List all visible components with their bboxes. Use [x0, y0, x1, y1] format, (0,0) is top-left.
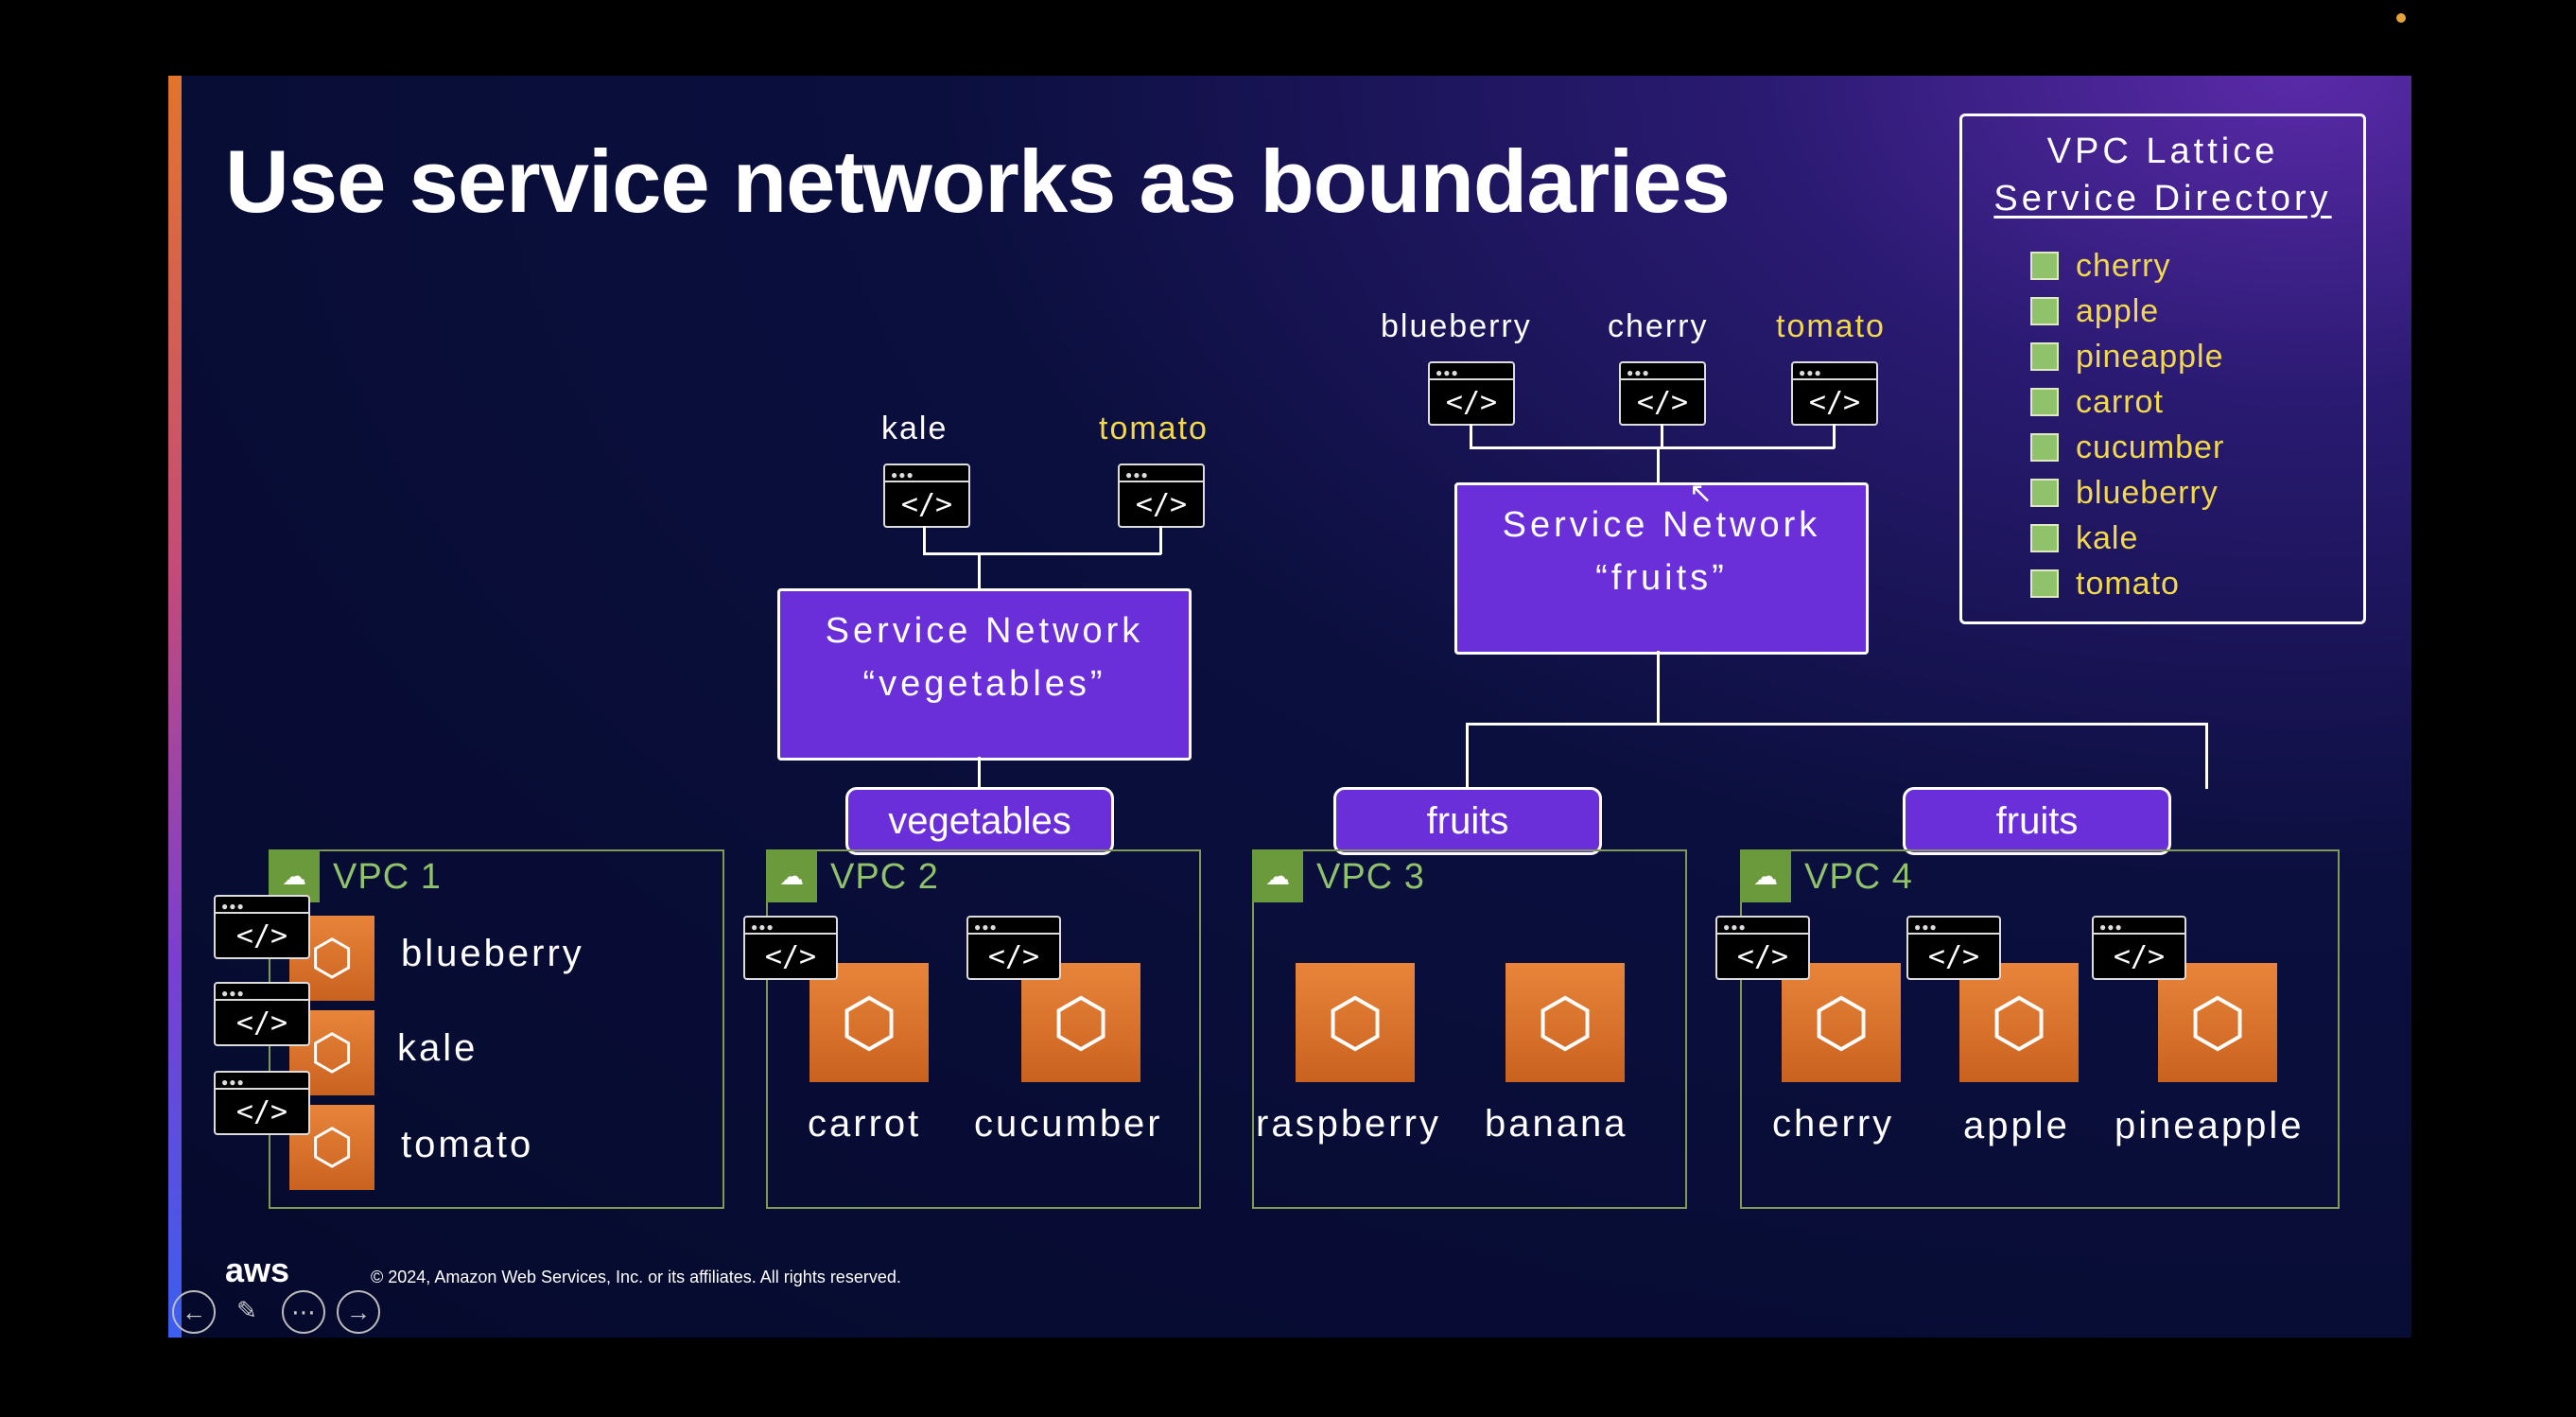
directory-item-label: tomato — [2076, 565, 2180, 602]
service-label-blueberry: blueberry — [1381, 308, 1532, 344]
directory-item: carrot — [2030, 379, 2224, 425]
directory-item-label: apple — [2076, 292, 2160, 329]
vpc-3[interactable]: ☁ VPC 3 — [1252, 849, 1687, 1209]
directory-title-line2: Service Directory — [1993, 179, 2332, 219]
workload-label: carrot — [808, 1103, 922, 1145]
workload-label: cucumber — [974, 1103, 1163, 1145]
ecs-icon: ⬡ — [289, 1105, 374, 1190]
directory-item: tomato — [2030, 561, 2224, 606]
code-service-icon: ●●●</> — [1791, 361, 1878, 426]
workload-label: apple — [1963, 1105, 2070, 1146]
back-icon[interactable]: ← — [172, 1290, 216, 1334]
cloud-lock-icon: ☁ — [1740, 849, 1791, 902]
code-service-icon: ●●●</> — [1118, 464, 1205, 528]
workload-label: blueberry — [401, 933, 584, 974]
checkbox-icon — [2030, 524, 2059, 552]
checkbox-icon — [2030, 479, 2059, 507]
code-service-icon: ●●●</> — [743, 916, 838, 980]
workload-label: raspberry — [1256, 1103, 1441, 1145]
directory-list: cherry apple pineapple carrot cucumber b… — [2030, 243, 2224, 606]
code-service-icon: ●●●</> — [1619, 361, 1706, 426]
aws-logo: aws — [225, 1251, 290, 1289]
directory-title: VPC Lattice Service Directory — [1962, 128, 2363, 222]
service-label-tomato: tomato — [1099, 411, 1209, 446]
association-vegetables-vpc2[interactable]: vegetables — [845, 787, 1114, 855]
directory-item: blueberry — [2030, 470, 2224, 516]
directory-item-label: cherry — [2076, 247, 2171, 284]
association-fruits-vpc4[interactable]: fruits — [1903, 787, 2171, 855]
code-service-icon: ●●●</> — [1715, 916, 1810, 980]
ecs-icon: ⬡ — [1021, 963, 1140, 1082]
code-service-icon: ●●●</> — [2092, 916, 2186, 980]
code-service-icon: ●●●</> — [966, 916, 1061, 980]
checkbox-icon — [2030, 388, 2059, 416]
directory-item-label: cucumber — [2076, 429, 2225, 465]
directory-item-label: kale — [2076, 519, 2139, 556]
workload-label: cherry — [1772, 1103, 1895, 1145]
mouse-cursor-icon: ↖ — [1689, 478, 1714, 509]
service-label-kale: kale — [881, 411, 949, 446]
service-network-name: “vegetables” — [862, 664, 1106, 704]
checkbox-icon — [2030, 252, 2059, 280]
checkbox-icon — [2030, 297, 2059, 325]
cloud-lock-icon: ☁ — [766, 849, 817, 902]
ec2-instance-icon: ⬡ — [809, 963, 929, 1082]
vpc-4[interactable]: ☁ VPC 4 — [1740, 849, 2340, 1209]
service-network-name: “fruits” — [1595, 558, 1728, 598]
workload-label: tomato — [401, 1124, 534, 1165]
ec2-instance-icon: ⬡ — [1296, 963, 1415, 1082]
directory-item-label: carrot — [2076, 383, 2164, 420]
directory-item: kale — [2030, 516, 2224, 561]
more-icon[interactable]: ⋯ — [282, 1290, 325, 1334]
vpc-name: VPC 3 — [1316, 857, 1425, 897]
eks-icon: ⬡ — [1782, 963, 1901, 1082]
directory-item-label: blueberry — [2076, 474, 2219, 511]
workload-label: pineapple — [2115, 1105, 2305, 1146]
ec2-instance-icon: ⬡ — [1959, 963, 2079, 1082]
recording-dot — [2396, 13, 2406, 23]
code-service-icon: ●●●</> — [1428, 361, 1515, 426]
service-directory: VPC Lattice Service Directory cherry app… — [1959, 114, 2366, 624]
service-label-tomato: tomato — [1776, 308, 1886, 344]
slide-title: Use service networks as boundaries — [225, 131, 1731, 231]
directory-item: cucumber — [2030, 425, 2224, 470]
service-network-fruits[interactable]: Service Network “fruits” — [1454, 482, 1869, 655]
ecs-icon: ⬡ — [2158, 963, 2277, 1082]
checkbox-icon — [2030, 433, 2059, 462]
service-network-title: Service Network — [825, 611, 1144, 651]
code-service-icon: ●●●</> — [883, 464, 970, 528]
checkbox-icon — [2030, 342, 2059, 371]
directory-item-label: pineapple — [2076, 338, 2224, 375]
ecs-icon: ⬡ — [1506, 963, 1625, 1082]
cloud-lock-icon: ☁ — [1252, 849, 1303, 902]
forward-icon[interactable]: → — [337, 1290, 380, 1334]
workload-label: banana — [1485, 1103, 1628, 1145]
pen-icon[interactable]: ✎ — [236, 1295, 257, 1324]
slide: Use service networks as boundaries VPC L… — [168, 76, 2411, 1338]
vpc-name: VPC 1 — [333, 857, 442, 897]
directory-item: cherry — [2030, 243, 2224, 289]
directory-item: pineapple — [2030, 334, 2224, 379]
service-network-vegetables[interactable]: Service Network “vegetables” — [777, 588, 1192, 761]
directory-title-line1: VPC Lattice — [2046, 131, 2279, 171]
association-fruits-vpc3[interactable]: fruits — [1333, 787, 1602, 855]
service-label-cherry: cherry — [1608, 308, 1709, 344]
code-service-icon: ●●●</> — [1906, 916, 2001, 980]
code-service-icon: ●●●</> — [214, 1071, 310, 1135]
copyright: © 2024, Amazon Web Services, Inc. or its… — [371, 1268, 901, 1286]
cloud-lock-icon: ☁ — [269, 849, 320, 902]
accent-bar — [168, 76, 182, 1338]
workload-label: kale — [397, 1027, 479, 1069]
vpc-name: VPC 2 — [830, 857, 939, 897]
vpc-name: VPC 4 — [1804, 857, 1913, 897]
service-network-title: Service Network — [1502, 505, 1821, 545]
code-service-icon: ●●●</> — [214, 982, 310, 1046]
checkbox-icon — [2030, 569, 2059, 598]
vpc-2[interactable]: ☁ VPC 2 — [766, 849, 1201, 1209]
code-service-icon: ●●●</> — [214, 895, 310, 959]
directory-item: apple — [2030, 289, 2224, 334]
